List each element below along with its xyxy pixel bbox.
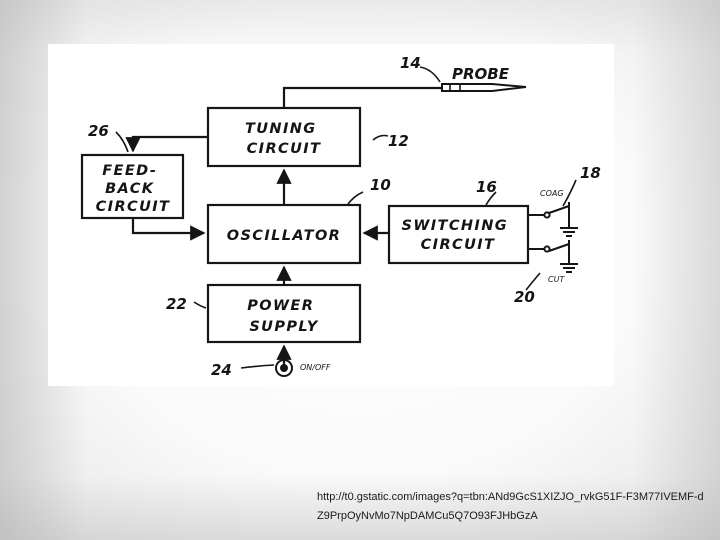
on-off-switch-icon (275, 359, 293, 377)
coag-switch-icon (528, 202, 578, 237)
switching-circuit-block (387, 204, 530, 265)
ref-switch-bottom: 20 (514, 288, 535, 306)
ref-switch-top: 18 (580, 164, 601, 182)
connection-lines (125, 86, 442, 366)
ref-oscillator: 10 (370, 176, 391, 194)
probe-label: PROBE (452, 65, 510, 83)
tuning-circuit-block (206, 106, 362, 168)
feedback-circuit-label: FEED- BACK CIRCUIT (96, 163, 171, 215)
ref-feedback: 26 (88, 122, 109, 140)
ref-power: 22 (166, 295, 187, 313)
reference-leaders (115, 66, 577, 369)
cut-switch-icon (528, 240, 578, 273)
cut-label: CUT (548, 275, 565, 284)
coag-label: COAG (540, 189, 564, 198)
ref-switching: 16 (476, 178, 497, 196)
oscillator-label: OSCILLATOR (227, 228, 342, 244)
ref-probe: 14 (400, 54, 421, 72)
on-off-label: ON/OFF (300, 363, 331, 372)
ref-onoff: 24 (211, 361, 232, 379)
probe-icon (441, 83, 527, 92)
switching-circuit-label: SWITCHING CIRCUIT (402, 218, 515, 253)
power-supply-label: POWER SUPPLY (247, 298, 320, 335)
image-source-caption: http://t0.gstatic.com/images?q=tbn:ANd9G… (317, 491, 704, 522)
tuning-circuit-label: TUNING CIRCUIT (245, 121, 323, 157)
patent-block-diagram: TUNING CIRCUIT FEED- BACK CIRCUIT OSCILL… (48, 44, 614, 386)
ref-tuning: 12 (388, 132, 409, 150)
